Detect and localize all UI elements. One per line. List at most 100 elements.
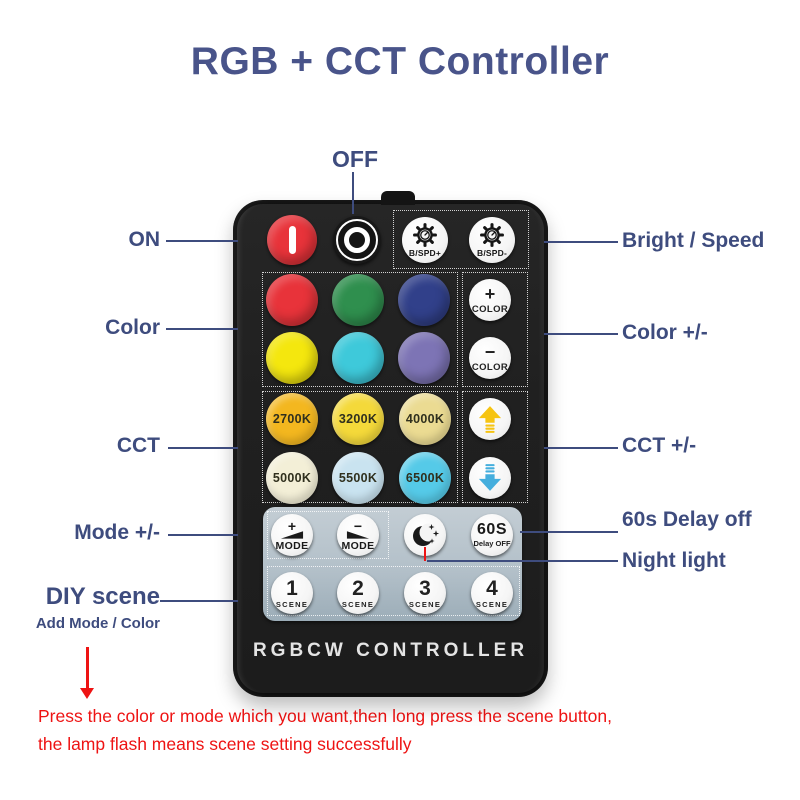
off-leader-line: [352, 172, 354, 214]
delay-60s-label: 60S: [477, 521, 507, 539]
scene-group-outline: [267, 566, 520, 616]
scene-number: 3: [419, 576, 431, 600]
red-arrow-icon: [80, 688, 94, 699]
on-label: ON: [128, 228, 161, 251]
delay-leader-line: [520, 531, 618, 533]
scene-4-button[interactable]: 4 SCENE: [471, 572, 513, 614]
bright-speed-plus-button[interactable]: B/SPD+: [402, 217, 448, 263]
bright-speed-label: Bright / Speed: [622, 229, 765, 252]
note-line-1: Press the color or mode which you want,t…: [38, 706, 612, 726]
mode-minus-label: MODE: [341, 539, 375, 552]
color-minus-label: COLOR: [471, 362, 509, 374]
color-pm-label: Color +/-: [622, 321, 708, 344]
minus-sign: −: [353, 517, 363, 534]
mode-leader-line: [168, 534, 238, 536]
on-leader-line: [166, 240, 238, 242]
delay-off-button[interactable]: 60S Delay OFF: [471, 514, 513, 556]
red-arrow-shaft: [86, 647, 89, 689]
mode-group-outline: [267, 511, 389, 559]
cct-4000k-button[interactable]: 4000K: [399, 393, 451, 445]
color-swatch-cyan[interactable]: [332, 332, 384, 384]
gear-gauge-icon: [413, 223, 437, 248]
scene-number: 2: [352, 576, 364, 600]
power-on-button[interactable]: [267, 215, 317, 265]
cct-5000k-button[interactable]: 5000K: [266, 452, 318, 504]
cct-pm-leader-line: [544, 447, 618, 449]
plus-wedge-icon: [280, 531, 304, 539]
cct-leader-line: [168, 447, 238, 449]
cct-label: CCT: [116, 434, 160, 457]
delay-off-label: 60s Delay off: [622, 508, 752, 531]
remote-body: B/SPD+ B/SPD-: [233, 191, 548, 697]
color-swatch-purple[interactable]: [398, 332, 450, 384]
off-rings-icon: [336, 219, 378, 261]
color-minus-button[interactable]: − COLOR: [469, 337, 511, 379]
color-group-outline: [262, 272, 458, 387]
cct-button-label: 3200K: [338, 411, 378, 426]
plus-sign: +: [484, 284, 496, 305]
scene-label: SCENE: [475, 599, 509, 609]
cct-5500k-button[interactable]: 5500K: [332, 452, 384, 504]
color-label: Color: [105, 316, 160, 339]
cct-2700k-button[interactable]: 2700K: [266, 393, 318, 445]
cct-3200k-button[interactable]: 3200K: [332, 393, 384, 445]
off-label: OFF: [332, 146, 378, 172]
mode-label-ann: Mode +/-: [74, 521, 160, 544]
diy-scene-sublabel: Add Mode / Color: [35, 615, 160, 632]
cct-button-label: 6500K: [405, 470, 445, 485]
night-red-connector: [424, 547, 426, 561]
color-swatch-blue[interactable]: [398, 274, 450, 326]
minus-wedge-icon: [346, 531, 370, 539]
moon-stars-icon: [413, 523, 440, 546]
brand-text: RGBCW CONTROLLER: [252, 640, 529, 661]
mode-plus-label: MODE: [275, 539, 309, 552]
scene-label: SCENE: [275, 599, 309, 609]
gear-gauge-icon: [480, 223, 504, 248]
minus-sign: −: [484, 342, 496, 363]
power-bar-icon: [288, 226, 296, 254]
scene-label: SCENE: [408, 599, 442, 609]
off-button[interactable]: [333, 216, 381, 264]
cct-down-button[interactable]: [469, 457, 511, 499]
color-leader-line: [166, 328, 238, 330]
color-pm-group-outline: [462, 272, 528, 387]
color-swatch-green[interactable]: [332, 274, 384, 326]
scene-3-button[interactable]: 3 SCENE: [404, 572, 446, 614]
cct-up-button[interactable]: [469, 398, 511, 440]
diy-leader-line: [160, 600, 238, 602]
arrow-up-icon: [478, 406, 502, 433]
bright-speed-minus-button[interactable]: B/SPD-: [469, 217, 515, 263]
color-plus-label: COLOR: [471, 304, 509, 316]
night-leader-line: [427, 560, 618, 562]
cct-6500k-button[interactable]: 6500K: [399, 452, 451, 504]
mode-minus-button[interactable]: − MODE: [337, 514, 379, 556]
color-pm-leader-line: [544, 333, 618, 335]
scene-label: SCENE: [341, 599, 375, 609]
cct-button-label: 4000K: [405, 411, 445, 426]
bright-leader-line: [544, 241, 618, 243]
diy-scene-label: DIY scene: [45, 583, 160, 610]
bspd-minus-label: B/SPD-: [476, 248, 507, 259]
mode-plus-button[interactable]: + MODE: [271, 514, 313, 556]
color-swatch-yellow[interactable]: [266, 332, 318, 384]
arrow-down-icon: [478, 464, 502, 491]
color-swatch-red[interactable]: [266, 274, 318, 326]
cct-button-label: 2700K: [272, 411, 312, 426]
plus-sign: +: [287, 517, 297, 534]
ir-emitter-nub: [381, 191, 415, 205]
bspd-plus-label: B/SPD+: [408, 248, 442, 259]
page-title: RGB + CCT Controller: [190, 40, 610, 83]
scene-2-button[interactable]: 2 SCENE: [337, 572, 379, 614]
cct-button-label: 5500K: [338, 470, 378, 485]
note-line-2: the lamp flash means scene setting succe…: [38, 734, 412, 754]
night-light-label: Night light: [622, 549, 726, 572]
cct-pm-group-outline: [462, 391, 528, 503]
delay-off-sublabel: Delay OFF: [473, 539, 511, 549]
scene-number: 1: [286, 576, 298, 600]
bspd-group-outline: [393, 210, 529, 269]
scene-1-button[interactable]: 1 SCENE: [271, 572, 313, 614]
color-plus-button[interactable]: + COLOR: [469, 279, 511, 321]
cct-pm-label: CCT +/-: [622, 434, 697, 457]
scene-number: 4: [486, 576, 498, 600]
